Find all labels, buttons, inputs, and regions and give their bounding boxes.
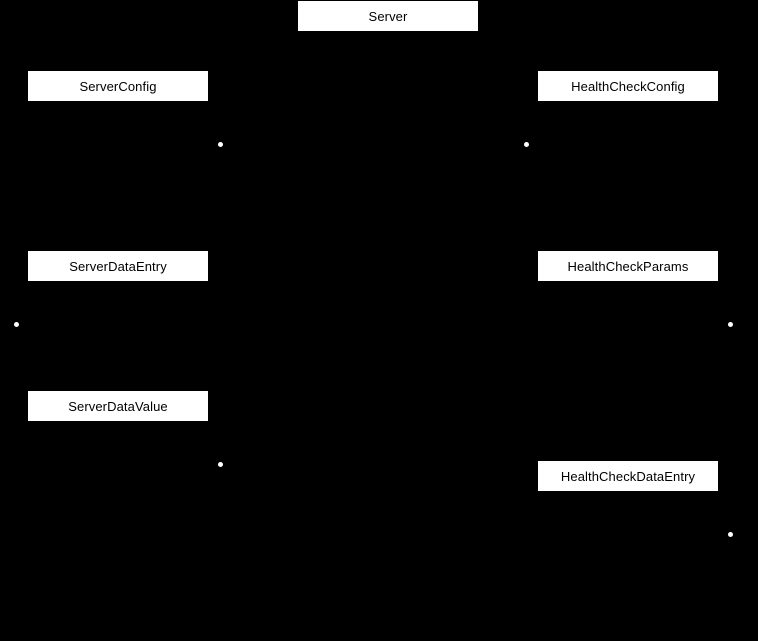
class-node-label: HealthCheckDataEntry bbox=[560, 468, 696, 484]
class-node-health-check-data-entry[interactable]: HealthCheckDataEntry bbox=[538, 461, 718, 491]
class-node-label: Server bbox=[368, 8, 408, 24]
relationship-endpoint-dot-icon bbox=[14, 322, 19, 327]
class-node-label: ServerConfig bbox=[79, 78, 157, 94]
relationship-endpoint-dot-icon bbox=[524, 142, 529, 147]
class-node-health-check-config[interactable]: HealthCheckConfig bbox=[538, 71, 718, 101]
class-node-health-check-params[interactable]: HealthCheckParams bbox=[538, 251, 718, 281]
class-node-label: HealthCheckParams bbox=[567, 258, 689, 274]
relationship-endpoint-dot-icon bbox=[728, 322, 733, 327]
class-node-label: ServerDataEntry bbox=[69, 258, 167, 274]
class-node-server-config[interactable]: ServerConfig bbox=[28, 71, 208, 101]
class-node-server[interactable]: Server bbox=[298, 1, 478, 31]
relationship-endpoint-dot-icon bbox=[218, 142, 223, 147]
class-node-server-data-entry[interactable]: ServerDataEntry bbox=[28, 251, 208, 281]
relationship-endpoint-dot-icon bbox=[218, 462, 223, 467]
class-node-label: ServerDataValue bbox=[68, 398, 168, 414]
relationship-endpoint-dot-icon bbox=[728, 532, 733, 537]
class-node-label: HealthCheckConfig bbox=[571, 78, 685, 94]
class-node-server-data-value[interactable]: ServerDataValue bbox=[28, 391, 208, 421]
